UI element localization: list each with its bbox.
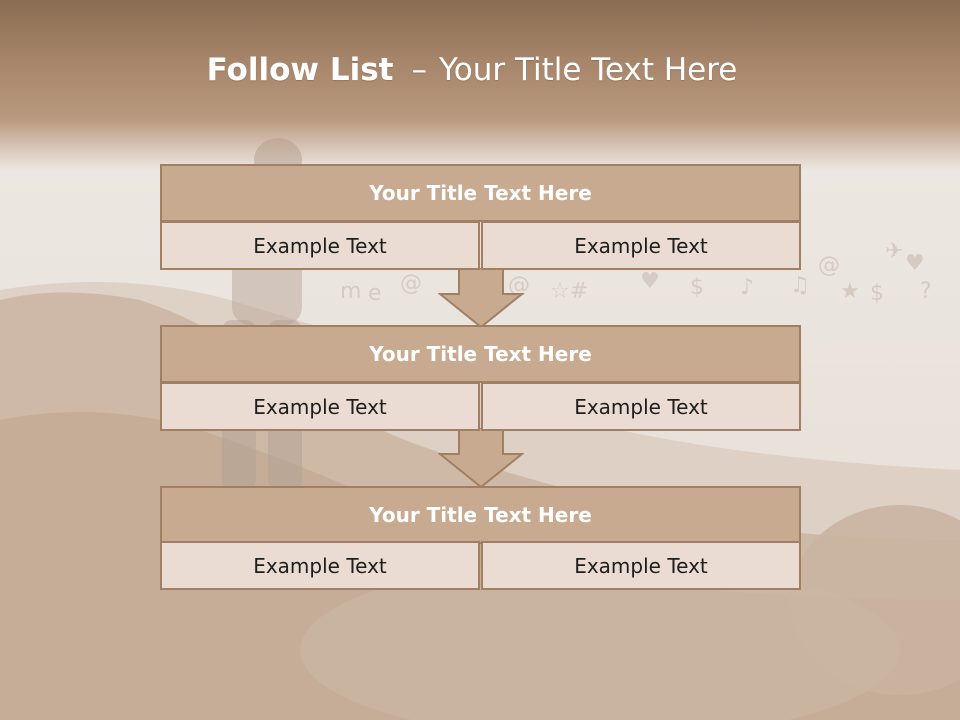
svg-text:♪: ♪ [740, 275, 754, 300]
svg-text:@: @ [508, 273, 530, 298]
block-cell-right: Example Text [481, 382, 801, 431]
block-cell-left: Example Text [160, 541, 480, 590]
block-cell-left: Example Text [160, 382, 480, 431]
svg-text:@: @ [400, 271, 422, 296]
svg-text:$: $ [690, 275, 704, 300]
svg-text:e: e [368, 281, 382, 306]
block-heading: Your Title Text Here [160, 486, 801, 544]
svg-text:♫: ♫ [790, 273, 810, 298]
block-cell-left: Example Text [160, 221, 480, 270]
block-cell-right: Example Text [481, 221, 801, 270]
down-arrow-icon [438, 428, 524, 488]
block-heading: Your Title Text Here [160, 325, 801, 383]
title-bold-text: Follow List [206, 52, 394, 88]
block-cell-right: Example Text [481, 541, 801, 590]
svg-text:?: ? [920, 279, 932, 304]
svg-text:♥: ♥ [640, 269, 660, 294]
slide-title: Follow List–Your Title Text Here [0, 52, 944, 88]
svg-text:♥: ♥ [905, 251, 925, 276]
svg-text:✈: ✈ [885, 239, 903, 264]
down-arrow-icon [438, 268, 524, 328]
svg-text:☆#: ☆# [550, 279, 588, 304]
svg-text:m: m [340, 279, 361, 304]
svg-text:@: @ [818, 253, 840, 278]
block-heading: Your Title Text Here [160, 164, 801, 222]
svg-text:★: ★ [840, 279, 860, 304]
svg-text:$: $ [870, 281, 884, 306]
header-band [0, 0, 960, 170]
title-dash: – [411, 52, 427, 88]
title-rest-text: Your Title Text Here [438, 52, 738, 88]
